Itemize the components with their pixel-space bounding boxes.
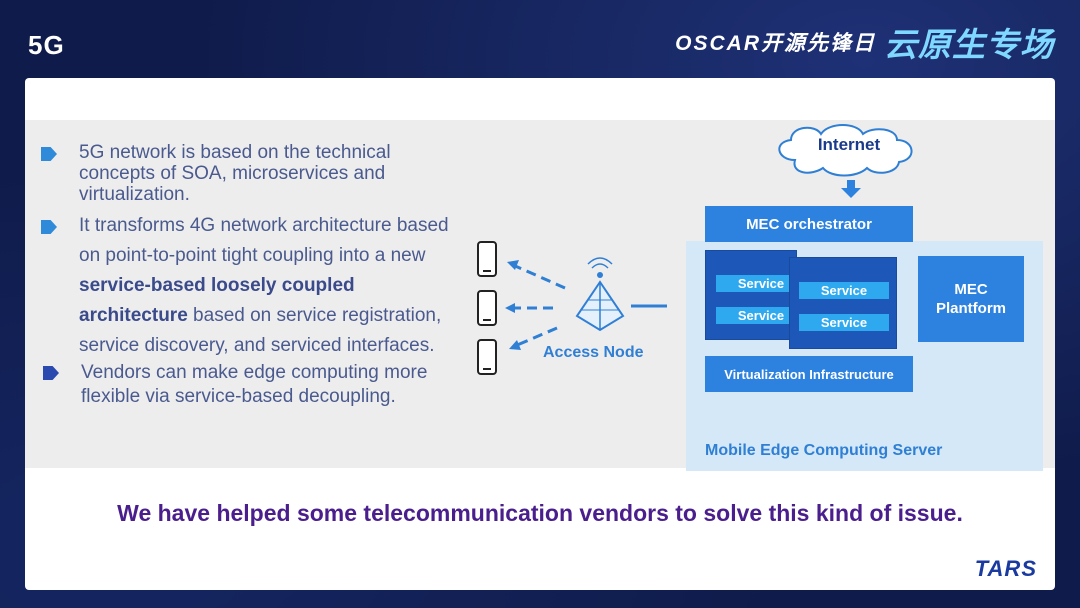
bullet-text: 5G network is based on the technical con… bbox=[79, 142, 391, 205]
bullet-item-architecture: It transforms 4G network architecture ba… bbox=[39, 211, 459, 361]
internet-label: Internet bbox=[817, 135, 881, 154]
service-container-front bbox=[789, 257, 897, 349]
service-container-back bbox=[705, 250, 797, 340]
bullet-item-soa: 5G network is based on the technical con… bbox=[39, 142, 459, 205]
mec-server-label: Mobile Edge Computing Server bbox=[705, 442, 943, 459]
virtualization-box: Virtualization Infrastructure bbox=[705, 356, 913, 392]
phone-icon bbox=[477, 241, 497, 277]
internet-cloud-icon bbox=[778, 124, 913, 177]
down-arrow-icon bbox=[841, 180, 861, 198]
arrow-heads bbox=[505, 260, 521, 350]
bullet-item-vendors: Vendors can make edge computing more fle… bbox=[41, 361, 459, 409]
bullet-arrow-icon bbox=[41, 220, 57, 234]
event-brand: OSCAR开源先锋日 云原生专场 bbox=[675, 18, 1054, 66]
brand-cloudnative-text: 云原生专场 bbox=[884, 26, 1054, 63]
phone-icon bbox=[477, 339, 497, 375]
content-card: 5G network is based on the technical con… bbox=[25, 78, 1055, 590]
access-node-pyramid-icon bbox=[575, 257, 625, 332]
service-box: Service bbox=[716, 307, 806, 324]
service-box: Service bbox=[799, 282, 889, 299]
service-box: Service bbox=[716, 275, 806, 292]
bullet-text-pre: It transforms 4G network architecture ba… bbox=[79, 215, 449, 266]
bullet-text: Vendors can make edge computing more fle… bbox=[81, 362, 428, 407]
slide-title: 5G bbox=[28, 30, 65, 60]
mec-orchestrator-box: MEC orchestrator bbox=[705, 206, 913, 242]
tars-logo: TARS bbox=[974, 556, 1037, 581]
phone-icon bbox=[477, 290, 497, 326]
access-node-label: Access Node bbox=[543, 344, 644, 361]
mec-platform-label: MEC Plantform bbox=[936, 281, 1007, 317]
bullet-text-post: based on service registration, service d… bbox=[79, 305, 442, 356]
bullet-list: 5G network is based on the technical con… bbox=[39, 142, 459, 409]
bullet-arrow-icon bbox=[41, 147, 57, 161]
bullet-text-bold: service-based loosely coupled architectu… bbox=[79, 275, 355, 326]
service-box: Service bbox=[799, 314, 889, 331]
statement-text: We have helped some telecommunication ve… bbox=[117, 500, 963, 526]
brand-oscar-text: OSCAR开源先锋日 bbox=[675, 32, 876, 55]
network-diagram bbox=[505, 124, 913, 350]
bullet-arrow-icon bbox=[43, 366, 59, 380]
signal-arrows bbox=[511, 263, 566, 348]
mec-platform-box: MEC Plantform bbox=[918, 256, 1024, 342]
content-panel: 5G network is based on the technical con… bbox=[25, 120, 1055, 471]
